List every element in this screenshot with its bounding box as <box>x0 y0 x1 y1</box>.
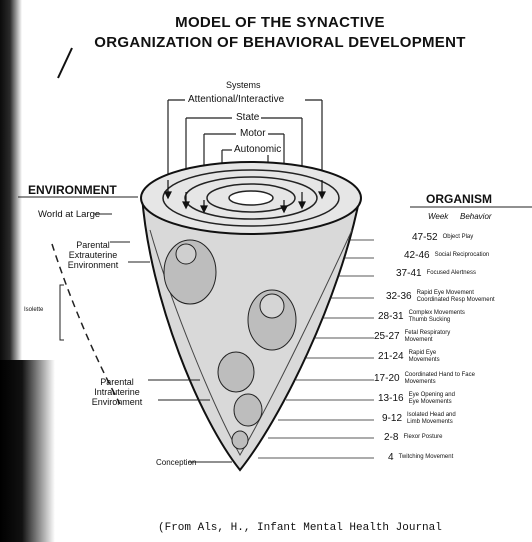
milestone-week: 17-20 <box>374 373 400 384</box>
isolette-bracket <box>60 285 64 340</box>
milestone-behavior-line: Movements <box>409 357 440 364</box>
organism-col-behavior: Behavior <box>460 212 492 221</box>
milestone-behavior-line: Flexor Posture <box>403 434 442 441</box>
milestone-behavior-line: Focused Alertness <box>427 270 476 277</box>
milestone-week: 4 <box>388 452 394 463</box>
milestone-week: 2-8 <box>384 432 398 443</box>
milestone-week: 32-36 <box>386 291 412 302</box>
milestone-behavior-line: Object Play <box>443 234 474 241</box>
systems-heading: Systems <box>224 80 263 90</box>
milestone-row: 4 Twitching Movement <box>388 452 453 463</box>
conception-label: Conception <box>156 458 196 467</box>
milestone-behavior-line: Isolated Head and <box>407 412 456 419</box>
milestone-behavior-line: Movement <box>405 337 451 344</box>
milestone-behavior-line: Eye Opening and <box>409 392 455 399</box>
milestone-behavior: Flexor Posture <box>403 434 442 441</box>
milestone-behavior-line: Coordinated Resp Movement <box>417 297 495 304</box>
milestone-behavior-line: Eye Movements <box>409 399 455 406</box>
milestone-behavior-line: Limb Movements <box>407 419 456 426</box>
extrauterine-line-1: Parental <box>56 240 130 250</box>
system-attentional-interactive: Attentional/Interactive <box>186 94 286 105</box>
extrauterine-line-3: Environment <box>56 260 130 270</box>
intrauterine-line-2: Intrauterine <box>82 387 152 397</box>
organism-col-week: Week <box>428 212 448 221</box>
milestone-week: 47-52 <box>412 232 438 243</box>
milestone-behavior: Social Reciprocation <box>435 252 490 259</box>
intrauterine-environment-label: Parental Intrauterine Environment <box>82 377 152 407</box>
milestone-row: 47-52 Object Play <box>412 232 473 243</box>
milestone-row: 37-41 Focused Alertness <box>396 268 476 279</box>
milestone-week: 9-12 <box>382 413 402 424</box>
milestone-row: 42-46 Social Reciprocation <box>404 250 489 261</box>
milestone-behavior-line: Movements <box>405 379 475 386</box>
system-autonomic: Autonomic <box>232 144 283 155</box>
system-state: State <box>234 112 261 123</box>
milestone-week: 21-24 <box>378 351 404 362</box>
milestone-week: 37-41 <box>396 268 422 279</box>
milestone-week: 13-16 <box>378 393 404 404</box>
isolette-label: Isolette <box>24 307 43 313</box>
environment-heading: ENVIRONMENT <box>28 183 117 197</box>
world-at-large-label: World at Large <box>38 209 100 220</box>
system-motor: Motor <box>238 128 268 139</box>
intrauterine-line-3: Environment <box>82 397 152 407</box>
ring-inner <box>229 191 273 205</box>
milestone-behavior-line: Rapid Eye Movement <box>417 290 495 297</box>
citation: (From Als, H., Infant Mental Health Jour… <box>158 522 442 534</box>
milestone-behavior-line: Social Reciprocation <box>435 252 490 259</box>
milestone-behavior-line: Thumb Sucking <box>409 317 465 324</box>
milestone-behavior: Object Play <box>443 234 474 241</box>
organism-heading: ORGANISM <box>426 192 492 206</box>
milestone-week: 28-31 <box>378 311 404 322</box>
milestone-behavior-line: Twitching Movement <box>399 454 454 461</box>
milestone-behavior-line: Rapid Eye <box>409 350 440 357</box>
extrauterine-environment-label: Parental Extrauterine Environment <box>56 240 130 270</box>
milestone-behavior-line: Fetal Respiratory <box>405 330 451 337</box>
milestone-behavior-line: Complex Movements <box>409 310 465 317</box>
extrauterine-line-2: Extrauterine <box>56 250 130 260</box>
corner-stroke <box>58 48 72 78</box>
milestone-behavior-line: Coordinated Hand to Face <box>405 372 475 379</box>
milestone-week: 42-46 <box>404 250 430 261</box>
intrauterine-line-1: Parental <box>82 377 152 387</box>
milestone-row: 2-8 Flexor Posture <box>384 432 442 443</box>
milestone-behavior: Focused Alertness <box>427 270 476 277</box>
milestone-behavior: Twitching Movement <box>399 454 454 461</box>
milestone-week: 25-27 <box>374 331 400 342</box>
